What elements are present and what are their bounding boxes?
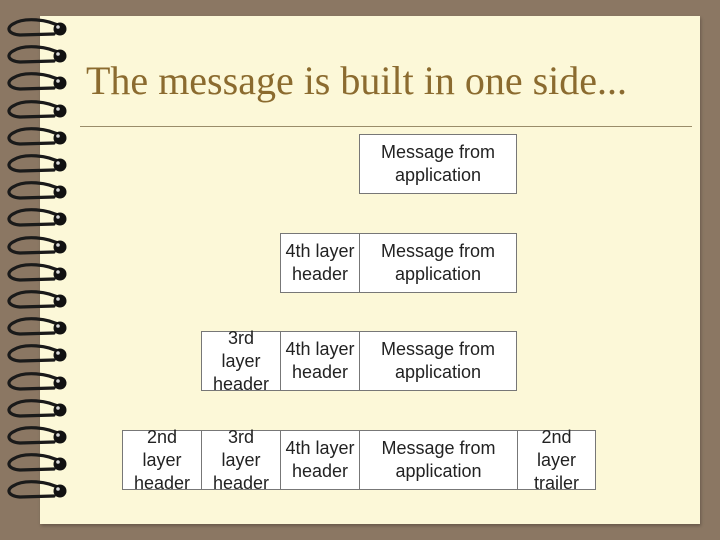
binding-hole	[54, 77, 67, 90]
binding-wire	[9, 265, 61, 280]
layer2-trailer-box: 2nd layer trailer	[517, 430, 596, 490]
binding-ring-icon	[0, 236, 76, 258]
binding-ring-icon	[0, 154, 76, 176]
binding-ring-icon	[0, 344, 76, 366]
binding-ring-icon	[0, 453, 76, 475]
binding-wire	[9, 20, 61, 35]
binding-ring-icon	[0, 399, 76, 421]
binding-hole	[54, 295, 67, 308]
slide-title: The message is built in one side...	[86, 58, 627, 104]
binding-ring-icon	[0, 127, 76, 149]
message-from-application-box: Message from application	[359, 134, 517, 194]
binding-wire	[9, 319, 61, 334]
binding-highlight	[56, 352, 60, 356]
binding-highlight	[56, 25, 60, 29]
binding-highlight	[56, 134, 60, 138]
binding-highlight	[56, 433, 60, 437]
binding-hole	[54, 50, 67, 63]
binding-ring-icon	[0, 181, 76, 203]
binding-hole	[54, 485, 67, 498]
binding-wire	[9, 47, 61, 62]
binding-wire	[9, 237, 61, 252]
binding-highlight	[56, 161, 60, 165]
binding-ring-icon	[0, 426, 76, 448]
binding-highlight	[56, 488, 60, 492]
layer3-header-box: 3rd layer header	[201, 331, 280, 391]
binding-ring-icon	[0, 317, 76, 339]
binding-wire	[9, 74, 61, 89]
layer4-header-box: 4th layer header	[280, 331, 359, 391]
binding-hole	[54, 458, 67, 471]
message-from-application-box: Message from application	[359, 331, 517, 391]
binding-ring-icon	[0, 290, 76, 312]
binding-hole	[54, 213, 67, 226]
binding-ring-icon	[0, 100, 76, 122]
binding-wire	[9, 428, 61, 443]
binding-wire	[9, 346, 61, 361]
binding-wire	[9, 210, 61, 225]
binding-wire	[9, 373, 61, 388]
binding-hole	[54, 131, 67, 144]
binding-wire	[9, 156, 61, 171]
layer2-header-box: 2nd layer header	[122, 430, 201, 490]
binding-hole	[54, 104, 67, 117]
binding-ring-icon	[0, 72, 76, 94]
binding-highlight	[56, 216, 60, 220]
binding-hole	[54, 159, 67, 172]
binding-hole	[54, 240, 67, 253]
message-from-application-box: Message from application	[359, 233, 517, 293]
binding-hole	[54, 349, 67, 362]
title-divider	[80, 126, 692, 127]
binding-ring-icon	[0, 45, 76, 67]
binding-ring-icon	[0, 372, 76, 394]
binding-hole	[54, 23, 67, 36]
binding-highlight	[56, 379, 60, 383]
binding-highlight	[56, 52, 60, 56]
layer4-header-box: 4th layer header	[280, 430, 359, 490]
message-from-application-box: Message from application	[359, 430, 517, 490]
binding-hole	[54, 376, 67, 389]
binding-wire	[9, 101, 61, 116]
binding-highlight	[56, 107, 60, 111]
binding-ring-icon	[0, 480, 76, 502]
binding-hole	[54, 267, 67, 280]
binding-highlight	[56, 188, 60, 192]
binding-ring-icon	[0, 208, 76, 230]
binding-hole	[54, 186, 67, 199]
binding-highlight	[56, 80, 60, 84]
binding-hole	[54, 322, 67, 335]
binding-ring-icon	[0, 263, 76, 285]
binding-wire	[9, 183, 61, 198]
binding-wire	[9, 482, 61, 497]
binding-wire	[9, 455, 61, 470]
binding-highlight	[56, 324, 60, 328]
binding-hole	[54, 403, 67, 416]
binding-ring-icon	[0, 18, 76, 40]
layer3-header-box: 3rd layer header	[201, 430, 280, 490]
binding-highlight	[56, 270, 60, 274]
binding-highlight	[56, 297, 60, 301]
binding-highlight	[56, 243, 60, 247]
binding-wire	[9, 129, 61, 144]
binding-highlight	[56, 406, 60, 410]
binding-wire	[9, 292, 61, 307]
binding-highlight	[56, 460, 60, 464]
binding-hole	[54, 431, 67, 444]
binding-wire	[9, 401, 61, 416]
layer4-header-box: 4th layer header	[280, 233, 359, 293]
